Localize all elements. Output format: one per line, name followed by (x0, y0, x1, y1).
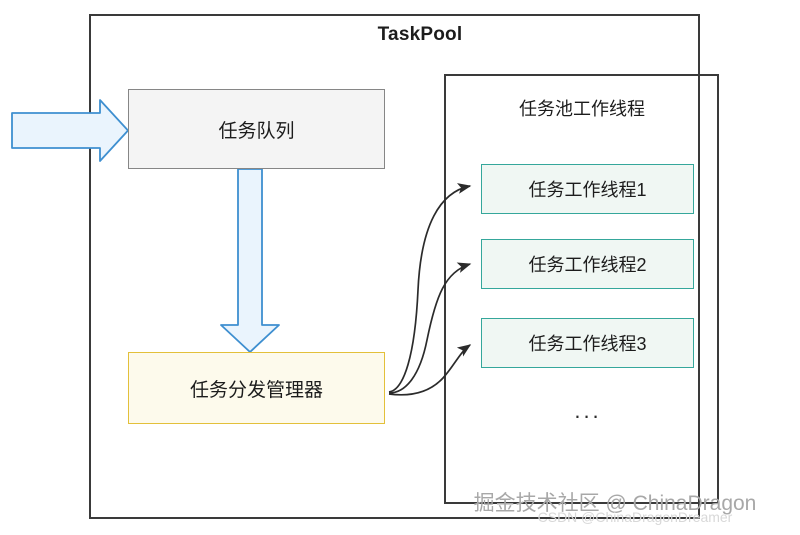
worker-thread-label-1: 任务工作线程1 (528, 180, 647, 200)
dispatch-curve-worker-2 (388, 262, 472, 394)
taskpool-container (89, 14, 700, 519)
worker-pool-title: 任务池工作线程 (519, 99, 645, 119)
worker-thread-label-3: 任务工作线程3 (528, 334, 647, 354)
dispatch-curve-worker-3 (388, 344, 472, 396)
queue-to-dispatcher-arrow (220, 168, 280, 353)
worker-list-ellipsis: ... (574, 398, 602, 423)
inbound-block-arrow (11, 99, 129, 162)
watermark-secondary: CSDN @ChinaDragonDreamer (537, 509, 733, 525)
taskpool-title: TaskPool (377, 24, 463, 45)
worker-thread-label-2: 任务工作线程2 (528, 255, 647, 275)
worker-thread-box-1[interactable]: 任务工作线程1 (481, 164, 694, 214)
dispatcher-box[interactable]: 任务分发管理器 (128, 352, 385, 424)
watermark-primary: 掘金技术社区 @ ChinaDragon (473, 492, 757, 515)
worker-pool-panel (444, 74, 719, 504)
dispatch-curve-worker-1 (388, 183, 472, 393)
worker-thread-box-3[interactable]: 任务工作线程3 (481, 318, 694, 368)
worker-thread-box-2[interactable]: 任务工作线程2 (481, 239, 694, 289)
dispatcher-label: 任务分发管理器 (189, 379, 323, 401)
task-queue-label: 任务队列 (218, 120, 295, 142)
task-queue-box[interactable]: 任务队列 (128, 89, 385, 169)
